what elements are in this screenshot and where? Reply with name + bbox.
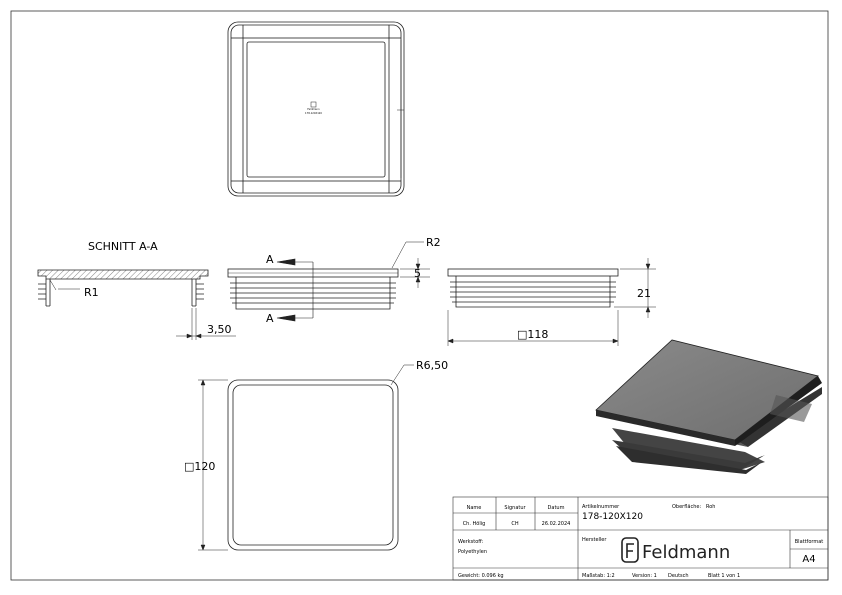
blattformat-label: Blattformat [795,539,824,545]
section-title: SCHNITT A-A [88,240,158,253]
isometric-view [595,339,822,474]
section-marker-bottom: A [266,312,274,325]
title-block [452,496,829,581]
dimension-5: 5 [414,267,421,280]
radius-r6-50-label: R6,50 [416,359,448,372]
bottom-view [227,379,399,551]
dimension-3-50: 3,50 [207,323,232,336]
hdr-name: Name [467,505,482,511]
blatt: Blatt 1 von 1 [708,573,740,579]
massstab: Maßstab: 1:2 [582,573,615,579]
top-view [227,21,405,197]
version: Version: 1 [632,573,657,579]
r2-leader [391,241,424,269]
dim-120 [198,379,228,551]
hdr-datum: Datum [548,505,565,511]
sheet-border [10,10,829,581]
part-marking-article: 178-120X120 [305,111,322,115]
hdr-signatur: Signatur [504,505,526,511]
dimension-120: □120 [184,460,215,473]
sprache: Deutsch [668,573,689,579]
part-marking-brand: Feldmann [307,107,320,111]
hersteller-label: Hersteller [582,537,607,543]
section-marker-top: A [266,253,274,266]
brand-wordmark: Feldmann [642,542,730,563]
drawn-date: 26.02.2024 [542,521,571,527]
dimension-118: □118 [517,328,548,341]
front-view [447,268,619,308]
section-view [37,269,209,307]
blattformat: A4 [802,554,815,565]
dimension-21: 21 [637,287,651,300]
section-line [276,258,314,322]
part-marking: Feldmann 178-120X120 [305,101,322,115]
dim-118 [447,310,619,346]
r6-50-leader [390,364,414,386]
dim-5 [400,258,430,288]
dim-21 [614,258,656,318]
werkstoff: Polyethylen [458,549,487,555]
dim-3-50 [176,308,236,340]
artikelnummer: 178-120X120 [582,512,643,522]
feldmann-logo: Feldmann [621,537,730,563]
oberflaeche-label: Oberfläche: [672,504,701,510]
radius-r2-label: R2 [426,236,441,249]
drawn-by-name: Ch. Hölig [463,521,486,527]
radius-r1-label: R1 [84,286,99,299]
artikelnummer-label: Artikelnummer [582,504,620,510]
gewicht: Gewicht: 0.096 kg [458,573,504,579]
werkstoff-label: Werkstoff: [458,539,484,545]
oberflaeche: Roh [706,504,715,510]
drawn-by-signature: CH [511,521,518,527]
